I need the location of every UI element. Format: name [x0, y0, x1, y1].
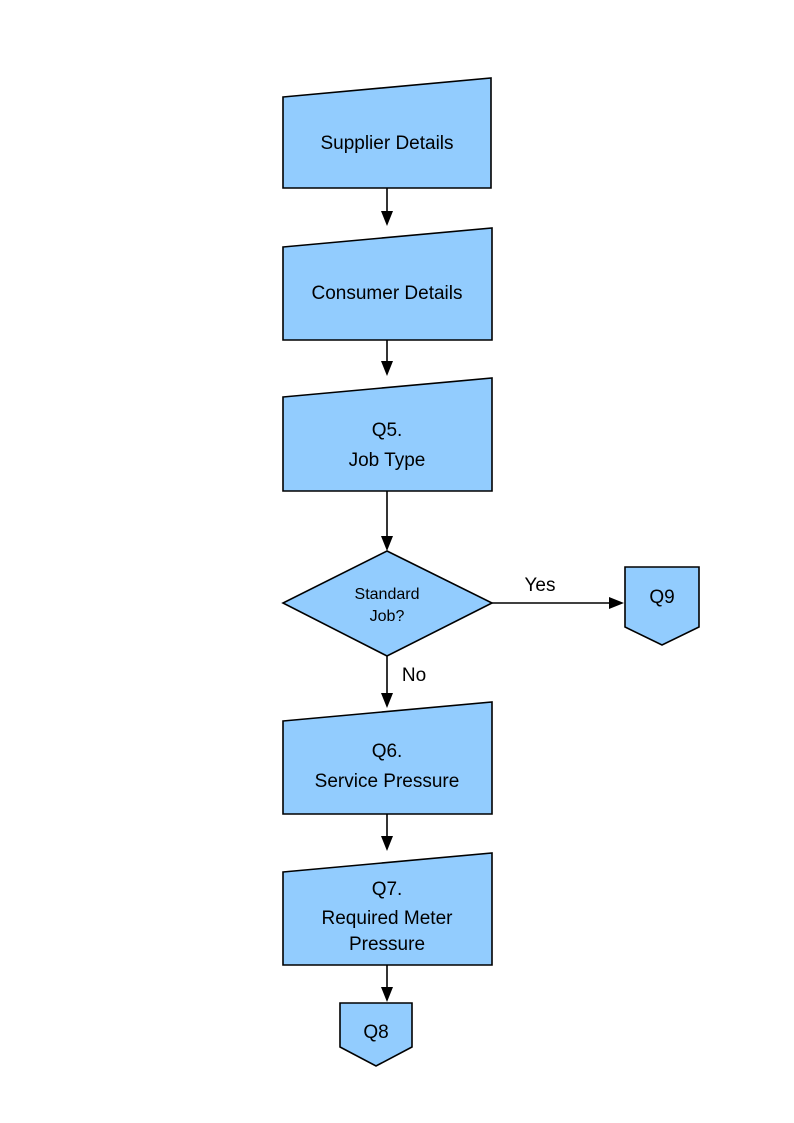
q9-shape[interactable]: [624, 566, 700, 646]
node-q8[interactable]: Q8: [339, 1002, 413, 1067]
connector-decision-to-q6: No: [381, 656, 426, 708]
standard-job-decision-label-line2: Job?: [370, 608, 405, 625]
standard-job-decision-label-line1: Standard: [355, 586, 420, 603]
arrow-head-icon: [381, 987, 393, 1002]
q6-service-pressure-label-line2: Service Pressure: [315, 771, 460, 792]
node-supplier-details[interactable]: Supplier Details: [282, 77, 492, 189]
node-consumer-details[interactable]: Consumer Details: [282, 227, 493, 341]
edge-label-yes: Yes: [525, 575, 556, 596]
connector-q7-to-q8: [381, 965, 393, 1002]
q9-label: Q9: [649, 587, 674, 608]
consumer-details-label: Consumer Details: [312, 283, 463, 304]
node-q5-job-type[interactable]: Q5. Job Type: [282, 377, 493, 492]
connector-q5-to-decision: [381, 491, 393, 551]
arrow-head-icon: [381, 536, 393, 551]
arrow-head-icon: [381, 836, 393, 851]
node-q9[interactable]: Q9: [624, 566, 700, 646]
q5-job-type-label-line2: Job Type: [349, 450, 426, 471]
connector-q6-to-q7: [381, 814, 393, 851]
node-q6-service-pressure[interactable]: Q6. Service Pressure: [282, 701, 493, 815]
connector-supplier-to-consumer: [381, 188, 393, 226]
supplier-details-label: Supplier Details: [320, 133, 453, 154]
arrow-head-icon: [381, 693, 393, 708]
arrow-head-icon: [381, 361, 393, 376]
q5-job-type-label-line1: Q5.: [372, 420, 403, 441]
standard-job-decision-shape[interactable]: [281, 550, 494, 657]
q6-service-pressure-label-line1: Q6.: [372, 741, 403, 762]
node-standard-job-decision[interactable]: Standard Job?: [281, 550, 494, 657]
q7-required-meter-pressure-label-line3: Pressure: [349, 934, 425, 955]
connector-decision-to-q9: Yes: [492, 575, 624, 609]
consumer-details-shape[interactable]: [282, 227, 493, 341]
node-q7-required-meter-pressure[interactable]: Q7. Required Meter Pressure: [282, 852, 493, 966]
edge-label-no: No: [402, 665, 426, 686]
q6-service-pressure-shape[interactable]: [282, 701, 493, 815]
q7-required-meter-pressure-shape[interactable]: [282, 852, 493, 966]
q8-shape[interactable]: [339, 1002, 413, 1067]
arrow-head-icon: [609, 597, 624, 609]
q7-required-meter-pressure-label-line2: Required Meter: [322, 908, 454, 929]
q5-job-type-shape[interactable]: [282, 377, 493, 492]
q8-label: Q8: [363, 1022, 388, 1043]
connector-consumer-to-q5: [381, 340, 393, 376]
arrow-head-icon: [381, 211, 393, 226]
q7-required-meter-pressure-label-line1: Q7.: [372, 879, 403, 900]
supplier-details-shape[interactable]: [282, 77, 492, 189]
